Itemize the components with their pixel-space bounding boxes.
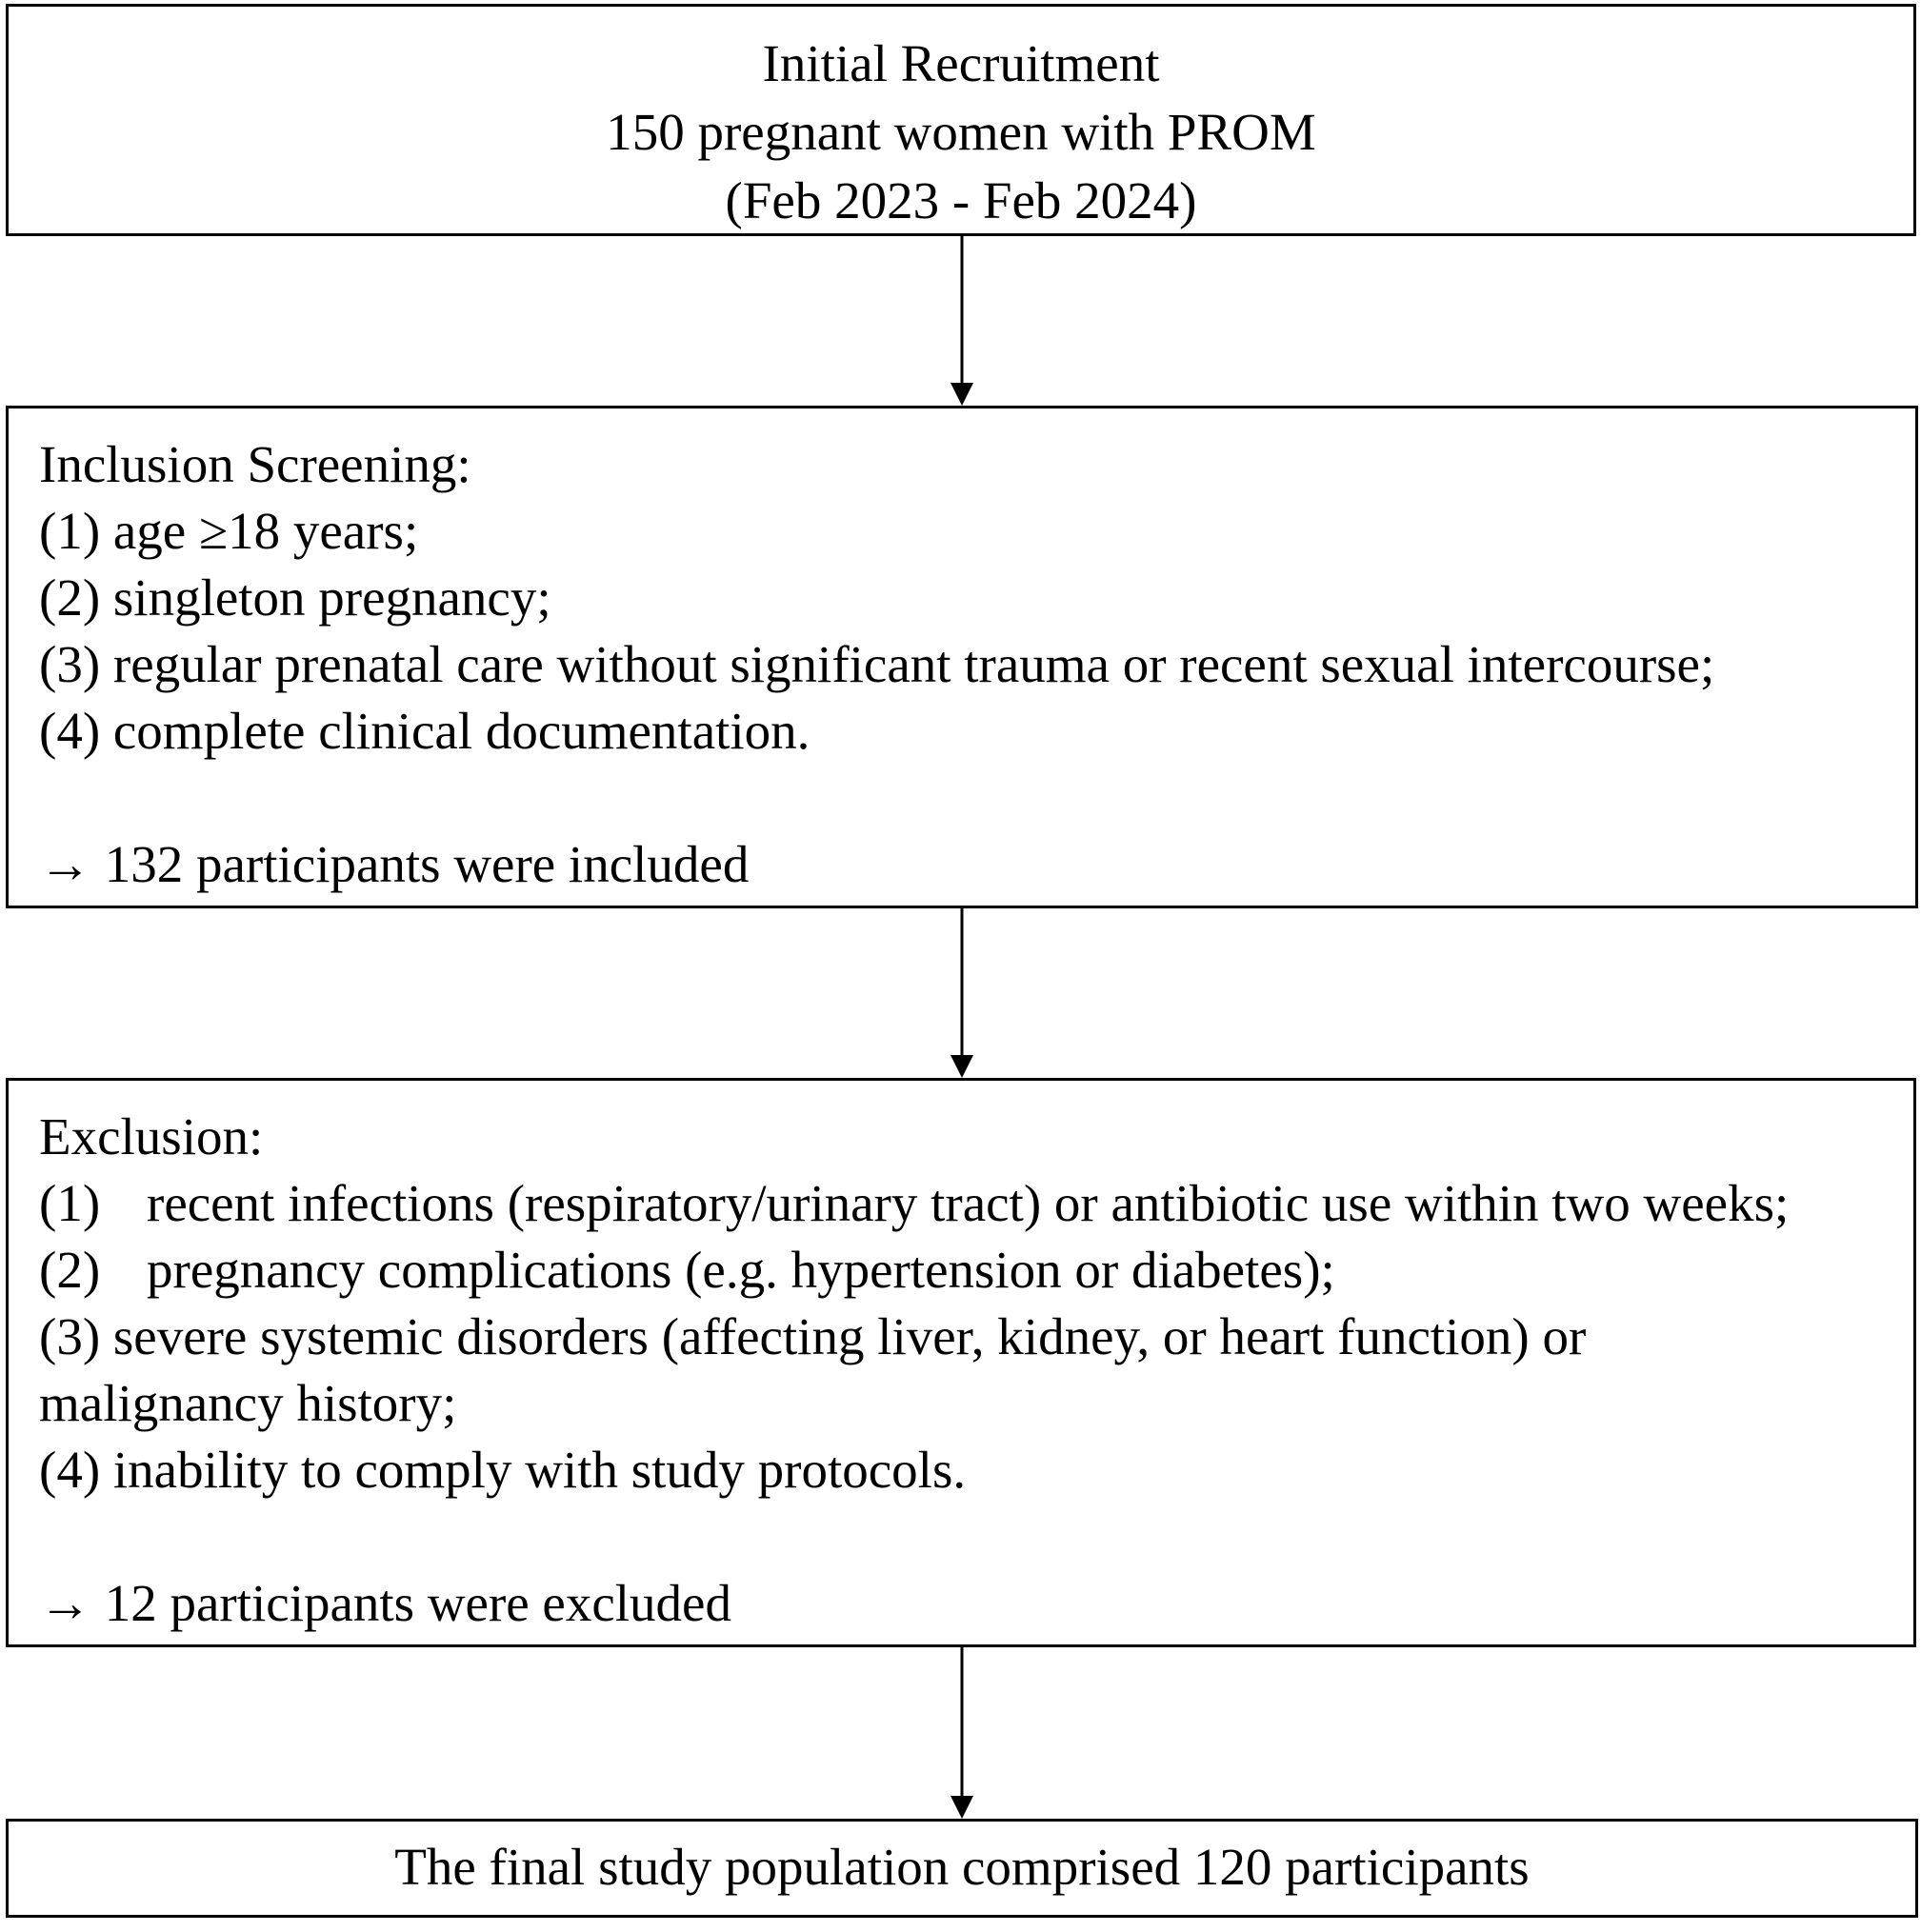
exclusion-criterion-2: (2) pregnancy complications (e.g. hyperte… xyxy=(39,1237,1913,1304)
criterion-number: (3) xyxy=(39,635,101,693)
inclusion-criterion-2: (2) singleton pregnancy; xyxy=(39,565,1915,631)
criterion-number: (4) xyxy=(39,1441,101,1499)
inclusion-heading: Inclusion Screening: xyxy=(39,435,471,493)
arrow-recruitment-to-inclusion xyxy=(950,236,973,406)
exclusion-heading: Exclusion: xyxy=(39,1107,264,1165)
exclusion-criterion-4: (4) inability to comply with study proto… xyxy=(39,1437,1913,1504)
criterion-text: regular prenatal care without significan… xyxy=(112,635,1715,693)
recruitment-period: (Feb 2023 - Feb 2024) xyxy=(725,171,1197,229)
criterion-number: (2) xyxy=(39,1241,101,1299)
inclusion-criterion-1: (1) age ≥18 years; xyxy=(39,498,1915,565)
criterion-text: severe systemic disorders (affecting liv… xyxy=(112,1307,1587,1365)
arrow-exclusion-to-final xyxy=(950,1647,973,1819)
criterion-text: singleton pregnancy; xyxy=(112,568,551,627)
arrow-inclusion-to-exclusion xyxy=(950,908,973,1078)
final-population-box: The final study population comprised 120… xyxy=(6,1819,1918,1918)
criterion-text: malignancy history; xyxy=(39,1374,457,1432)
exclusion-criterion-3: (3) severe systemic disorders (affecting… xyxy=(39,1304,1913,1370)
inclusion-box: Inclusion Screening: (1) age ≥18 years; … xyxy=(6,406,1918,908)
criterion-text: age ≥18 years; xyxy=(112,502,419,560)
criterion-text: inability to comply with study protocols… xyxy=(112,1441,967,1499)
exclusion-box: Exclusion: (1) recent infections (respira… xyxy=(6,1078,1916,1647)
inclusion-criterion-4: (4) complete clinical documentation. xyxy=(39,698,1915,765)
inclusion-result: → 132 participants were included xyxy=(39,835,750,893)
exclusion-result: → 12 participants were excluded xyxy=(39,1574,731,1632)
spacer xyxy=(39,765,1915,831)
exclusion-criterion-1: (1) recent infections (respiratory/urinar… xyxy=(39,1170,1913,1237)
criterion-number: (1) xyxy=(39,502,101,560)
criterion-text: pregnancy complications (e.g. hypertensi… xyxy=(147,1241,1335,1299)
recruitment-box: Initial Recruitment 150 pregnant women w… xyxy=(6,4,1916,236)
recruitment-count: 150 pregnant women with PROM xyxy=(606,103,1316,161)
inclusion-criterion-3: (3) regular prenatal care without signif… xyxy=(39,631,1915,698)
criterion-text: complete clinical documentation. xyxy=(112,702,810,760)
recruitment-title: Initial Recruitment xyxy=(762,34,1160,92)
criterion-number: (2) xyxy=(39,568,101,627)
criterion-number: (3) xyxy=(39,1307,101,1365)
final-population-text: The final study population comprised 120… xyxy=(394,1838,1530,1896)
criterion-number: (4) xyxy=(39,702,101,760)
exclusion-criterion-3-continued: malignancy history; xyxy=(39,1370,1913,1437)
spacer xyxy=(39,1504,1913,1570)
criterion-text: recent infections (respiratory/urinary t… xyxy=(147,1174,1790,1232)
criterion-number: (1) xyxy=(39,1174,101,1232)
